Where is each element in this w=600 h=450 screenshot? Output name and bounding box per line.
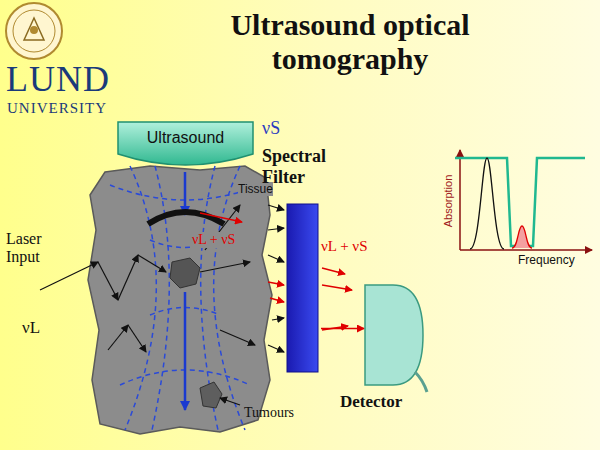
ultrasound-beam: [110, 166, 260, 430]
part-name: Tumours: [244, 405, 294, 421]
detector-cable: [415, 372, 427, 392]
university-name: LUND: [6, 58, 110, 100]
frequency-symbol: νL + νS: [321, 238, 367, 255]
node-text: Spectral Filter: [262, 146, 358, 187]
node-outline: [287, 204, 318, 372]
absorption-chart: [455, 150, 592, 250]
tumour: [170, 258, 200, 288]
spectral-filter: Spectral Filter: [262, 146, 358, 372]
frequency-symbol: νS: [262, 118, 280, 139]
frequency-symbol: νL: [22, 318, 40, 338]
university-seal: [6, 3, 62, 59]
ultrasound-transducer: Ultrasound: [118, 122, 253, 168]
university-name: UNIVERSITY: [7, 100, 107, 117]
tumour: [200, 382, 222, 408]
node-text: Detector: [340, 392, 402, 412]
part-name: Laser Input: [6, 230, 58, 266]
node-outline: [118, 122, 253, 165]
node-outline: [365, 285, 423, 385]
tissue: [88, 166, 272, 434]
axis-label: Absorption: [442, 171, 454, 231]
detector: Detector: [335, 280, 430, 422]
ultrasound-pulse: [148, 212, 224, 224]
node-text: Ultrasound: [118, 122, 253, 147]
axis-label: Frequency: [518, 253, 575, 267]
light-arrow: [321, 328, 364, 330]
slide-title: Ultrasound optical tomography: [190, 8, 510, 76]
frequency-symbol: νL + νS: [190, 232, 237, 248]
